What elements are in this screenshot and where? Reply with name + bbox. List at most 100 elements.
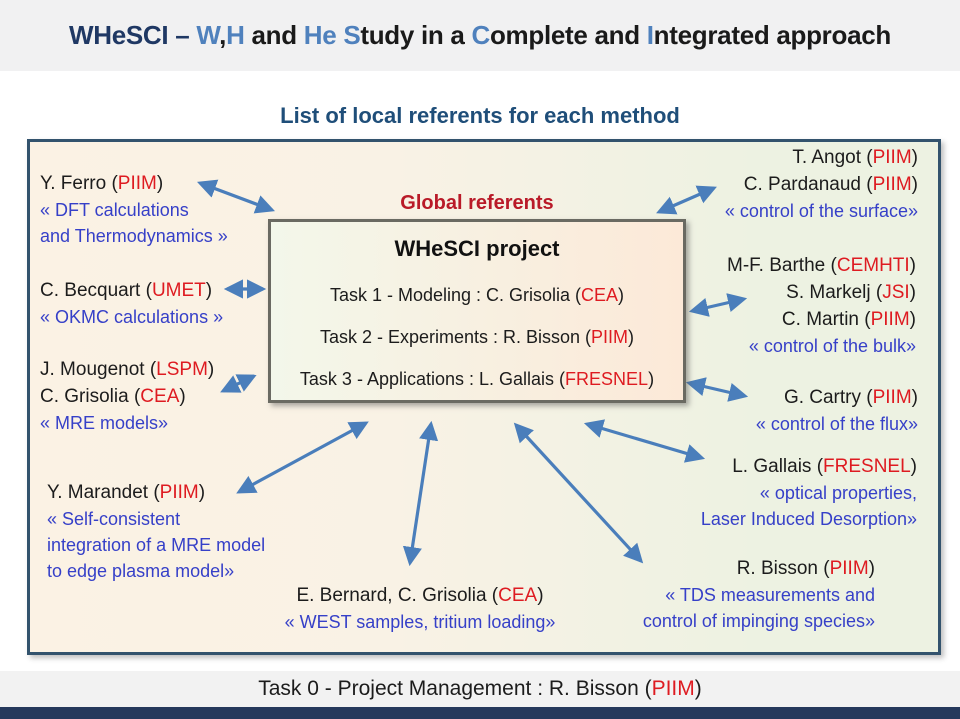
name-text: ) (207, 359, 215, 380)
title-band: WHeSCI – W,H and He Study in a Complete … (0, 0, 960, 71)
org-label: CEA (581, 285, 619, 305)
name-text: C. Martin ( (781, 309, 871, 330)
referent-method: « Self-consistent (47, 509, 181, 529)
org-label: FRESNEL (823, 456, 911, 477)
referent-name: Y. Marandet (PIIM) (47, 479, 265, 506)
referent-name: L. Gallais (FRESNEL) (701, 453, 917, 480)
title-segment: H (226, 20, 245, 50)
referent-method: « TDS measurements and (665, 585, 875, 605)
referent-barthe: M-F. Barthe (CEMHTI) S. Markelj (JSI) C.… (727, 252, 916, 359)
project-task-2: Task 2 - Experiments : R. Bisson (PIIM) (271, 327, 683, 348)
name-text: L. Gallais ( (732, 456, 824, 477)
org-label: CEMHTI (836, 255, 910, 276)
name-text: G. Cartry ( (783, 387, 873, 408)
referent-marandet: Y. Marandet (PIIM) « Self-consistent int… (47, 479, 265, 584)
org-label: LSPM (156, 359, 208, 380)
referent-method: integration of a MRE model (47, 535, 266, 555)
name-text: ) (911, 174, 918, 195)
task-text: Task 2 - Experiments : R. Bisson ( (319, 327, 592, 347)
name-text: ) (911, 387, 918, 408)
referent-name: G. Cartry (PIIM) (756, 384, 918, 411)
org-label: PIIM (117, 173, 157, 194)
org-label: PIIM (872, 387, 912, 408)
footer-navy-bar (0, 707, 960, 719)
title-segment: ntegrated approach (653, 20, 892, 50)
name-text: ) (198, 482, 206, 503)
name-text: ) (909, 282, 916, 303)
name-text: C. Becquart ( (40, 280, 152, 301)
org-label: JSI (882, 282, 910, 303)
name-text: ) (205, 280, 213, 301)
referent-name: T. Angot (PIIM) (725, 144, 918, 171)
referent-mougenot: J. Mougenot (LSPM) C. Grisolia (CEA) « M… (40, 356, 214, 436)
title-segment: and (244, 20, 304, 50)
referent-becquart: C. Becquart (UMET) « OKMC calculations » (40, 277, 223, 330)
task-text: ) (648, 369, 655, 389)
referent-method: and Thermodynamics » (40, 226, 228, 246)
org-label: PIIM (651, 677, 695, 700)
referent-bisson: R. Bisson (PIIM) « TDS measurements and … (643, 555, 875, 634)
referent-name: M-F. Barthe (CEMHTI) (727, 252, 916, 279)
name-text: ) (909, 309, 916, 330)
title-segment: tudy in a (360, 20, 472, 50)
name-text: C. Grisolia ( (40, 386, 141, 407)
task-text: Task 3 - Applications : L. Gallais ( (299, 369, 566, 389)
org-label: PIIM (870, 309, 910, 330)
name-text: ) (537, 585, 544, 606)
referent-name: C. Martin (PIIM) (727, 306, 916, 333)
org-label: CEA (498, 585, 538, 606)
project-task-1: Task 1 - Modeling : C. Grisolia (CEA) (271, 285, 683, 306)
name-text: Y. Ferro ( (40, 173, 118, 194)
name-text: J. Mougenot ( (40, 359, 157, 380)
referent-angot: T. Angot (PIIM) C. Pardanaud (PIIM) « co… (725, 144, 918, 224)
title-segment: , (219, 20, 227, 50)
name-text: T. Angot ( (792, 147, 873, 168)
footer-task0: Task 0 - Project Management : R. Bisson … (0, 671, 960, 707)
org-label: PIIM (591, 327, 629, 347)
referent-method: « control of the bulk» (748, 336, 916, 356)
org-label: CEA (140, 386, 180, 407)
diagram-heading: List of local referents for each method (280, 103, 680, 128)
page-title: WHeSCI – W,H and He Study in a Complete … (69, 20, 891, 51)
task-text: ) (618, 285, 625, 305)
name-text: R. Bisson ( (736, 558, 830, 579)
org-label: PIIM (829, 558, 869, 579)
org-label: UMET (151, 280, 206, 301)
referent-method: « control of the surface» (724, 201, 918, 221)
name-text: C. Pardanaud ( (743, 174, 873, 195)
project-box: WHeSCI project Task 1 - Modeling : C. Gr… (268, 219, 686, 403)
title-segment: W (196, 20, 220, 50)
org-label: PIIM (159, 482, 199, 503)
title-segment: C (471, 20, 490, 50)
global-referents-label: Global referents (400, 192, 554, 214)
referent-method: « OKMC calculations » (40, 307, 224, 327)
name-text: E. Bernard, C. Grisolia ( (296, 585, 499, 606)
footer-text: ) (694, 677, 702, 700)
referent-method: « control of the flux» (755, 414, 918, 434)
referent-name: C. Pardanaud (PIIM) (725, 171, 918, 198)
org-label: PIIM (872, 147, 912, 168)
referent-method: control of impinging species» (642, 611, 875, 631)
referent-name: C. Grisolia (CEA) (40, 383, 214, 410)
referent-method: to edge plasma model» (47, 561, 235, 581)
title-segment: He (303, 20, 344, 50)
referent-method: « optical properties, (759, 483, 917, 503)
footer-text: Task 0 - Project Management : R. Bisson … (258, 677, 652, 700)
name-text: ) (911, 147, 918, 168)
task-text: Task 1 - Modeling : C. Grisolia ( (329, 285, 582, 305)
name-text: ) (156, 173, 164, 194)
task-text: ) (628, 327, 635, 347)
project-box-title: WHeSCI project (394, 236, 560, 261)
name-text: Y. Marandet ( (47, 482, 160, 503)
referent-name: Y. Ferro (PIIM) (40, 170, 228, 197)
referent-name: J. Mougenot (LSPM) (40, 356, 214, 383)
referent-method: Laser Induced Desorption» (700, 509, 917, 529)
name-text: ) (868, 558, 875, 579)
referent-method: « DFT calculations (40, 200, 189, 220)
referent-cartry: G. Cartry (PIIM) « control of the flux» (756, 384, 918, 437)
org-label: FRESNEL (565, 369, 649, 389)
name-text: ) (179, 386, 186, 407)
name-text: ) (910, 456, 917, 477)
referent-name: C. Becquart (UMET) (40, 277, 223, 304)
name-text: M-F. Barthe ( (727, 255, 837, 276)
